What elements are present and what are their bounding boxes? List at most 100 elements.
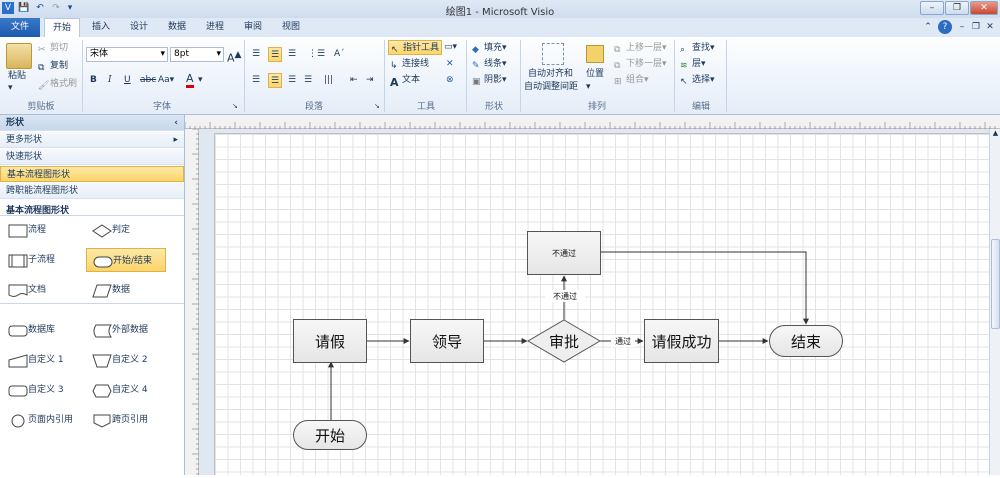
- pointer-tool-button[interactable]: ↖指针工具: [388, 40, 443, 55]
- doc-minimize-icon[interactable]: –: [959, 22, 965, 32]
- font-name-combo[interactable]: 宋体▾: [86, 47, 168, 62]
- shape-item-subprocess[interactable]: 子流程: [2, 248, 82, 272]
- grow-font-icon[interactable]: A▲: [227, 49, 242, 65]
- underline-button[interactable]: U: [124, 75, 131, 85]
- shape-item-process[interactable]: 流程: [2, 218, 82, 242]
- close-button[interactable]: ✕: [970, 1, 998, 15]
- paste-dropdown-icon[interactable]: ▾: [8, 83, 13, 93]
- start-terminator[interactable]: 开始: [293, 420, 367, 450]
- bullets-icon[interactable]: ⋮☰: [308, 49, 326, 59]
- align-bottom-icon[interactable]: ☰: [288, 49, 297, 59]
- leave-approved-process[interactable]: 请假成功: [644, 319, 719, 363]
- shape-item-database[interactable]: 数据库: [2, 318, 82, 342]
- shape-item-custom3[interactable]: 自定义 3: [2, 378, 82, 402]
- align-center-icon[interactable]: ☰: [268, 73, 282, 88]
- group-button[interactable]: ⊞组合▾: [614, 75, 649, 87]
- align-left-icon[interactable]: ☰: [252, 75, 261, 85]
- more-shapes-item[interactable]: 更多形状▸: [0, 132, 184, 148]
- paste-button[interactable]: 粘贴: [8, 71, 27, 81]
- visio-app-icon[interactable]: V: [2, 2, 14, 14]
- scroll-up-icon[interactable]: ▲: [992, 129, 999, 137]
- drawing-page[interactable]: 请假 领导 审批 请假成功 结束 开始 不通过 不通过 通过: [214, 133, 990, 475]
- font-size-combo[interactable]: 8pt▾: [170, 47, 224, 62]
- request-leave-process[interactable]: 请假: [293, 319, 367, 363]
- rectangle-tool-icon[interactable]: ▭▾: [444, 42, 458, 52]
- vertical-scrollbar[interactable]: ▲: [989, 129, 1000, 475]
- tab-review[interactable]: 审阅: [243, 22, 262, 32]
- shape-item-custom2[interactable]: 自定义 2: [86, 348, 166, 372]
- tab-insert[interactable]: 插入: [91, 22, 110, 32]
- position-dropdown-icon[interactable]: ▾: [586, 82, 591, 92]
- stencil-cross-functional[interactable]: 跨职能流程图形状: [0, 183, 184, 199]
- stencil-basic-flowchart[interactable]: 基本流程图形状: [0, 166, 184, 182]
- shape-item-custom1[interactable]: 自定义 1: [2, 348, 82, 372]
- font-color-button[interactable]: A: [186, 73, 194, 88]
- undo-icon[interactable]: ↶: [36, 3, 44, 13]
- connection-point-icon[interactable]: ⊗: [446, 75, 454, 85]
- italic-button[interactable]: I: [108, 75, 112, 85]
- collapse-pane-icon[interactable]: ‹: [174, 118, 178, 128]
- shape-item-onpage[interactable]: 页面内引用: [2, 408, 82, 432]
- auto-align-button[interactable]: 自动对齐和: [528, 69, 574, 79]
- text-direction-icon[interactable]: Aˊ: [334, 49, 345, 59]
- align-top-icon[interactable]: ☰: [252, 49, 261, 59]
- help-icon[interactable]: ?: [938, 20, 952, 34]
- shape-item-decision[interactable]: 判定: [86, 218, 166, 242]
- minimize-ribbon-icon[interactable]: ⌃: [924, 22, 932, 32]
- font-color-dropdown-icon[interactable]: ▾: [198, 75, 203, 85]
- approve-decision-shape[interactable]: [527, 319, 601, 363]
- decrease-indent-icon[interactable]: ⇤: [350, 75, 358, 85]
- bring-forward-button[interactable]: ⧉上移一层▾: [614, 43, 667, 55]
- shape-item-data[interactable]: 数据: [86, 278, 166, 302]
- connector-reject-to-end[interactable]: [601, 251, 809, 325]
- cut-button[interactable]: ✂剪切: [38, 41, 68, 56]
- doc-close-icon[interactable]: ✕: [986, 22, 994, 32]
- shape-item-terminator[interactable]: 开始/结束: [86, 248, 166, 272]
- paragraph-dialog-launcher-icon[interactable]: ↘: [374, 102, 380, 110]
- shadow-button[interactable]: ▣阴影▾: [472, 75, 507, 87]
- quick-shapes-item[interactable]: 快速形状: [0, 149, 184, 165]
- copy-button[interactable]: ⧉复制: [38, 59, 68, 74]
- line-button[interactable]: ✎线条▾: [472, 59, 507, 71]
- format-painter-button[interactable]: 🖌格式刷: [38, 77, 77, 92]
- connector-button[interactable]: ↳连接线: [390, 57, 429, 72]
- align-right-icon[interactable]: ☰: [288, 75, 297, 85]
- paste-icon[interactable]: [6, 43, 32, 69]
- doc-restore-icon[interactable]: ❐: [971, 22, 981, 32]
- reject-process[interactable]: 不通过: [527, 231, 601, 275]
- fill-button[interactable]: ◆填充▾: [472, 43, 507, 55]
- delete-connection-icon[interactable]: ✕: [446, 59, 454, 69]
- end-terminator[interactable]: 结束: [769, 325, 843, 357]
- send-backward-button[interactable]: ⧉下移一层▾: [614, 59, 667, 71]
- shape-item-document[interactable]: 文档: [2, 278, 82, 302]
- shape-item-external[interactable]: 外部数据: [86, 318, 166, 342]
- scroll-thumb[interactable]: [991, 239, 1000, 329]
- auto-align-icon[interactable]: [542, 43, 564, 65]
- change-case-button[interactable]: Aa▾: [158, 75, 175, 85]
- tab-home[interactable]: 开始: [44, 18, 80, 38]
- restore-button[interactable]: ❐: [945, 1, 969, 15]
- bold-button[interactable]: B: [90, 75, 97, 85]
- leader-process[interactable]: 领导: [410, 319, 484, 363]
- find-button[interactable]: ⌕查找▾: [680, 43, 715, 55]
- increase-indent-icon[interactable]: ⇥: [366, 75, 374, 85]
- tab-data[interactable]: 数据: [167, 22, 186, 32]
- align-middle-icon[interactable]: ☰: [268, 47, 282, 62]
- tab-process[interactable]: 进程: [205, 22, 224, 32]
- customize-quick-access-icon[interactable]: ▾: [67, 3, 73, 13]
- shape-item-offpage[interactable]: 跨页引用: [86, 408, 166, 432]
- font-dialog-launcher-icon[interactable]: ↘: [232, 102, 238, 110]
- tab-design[interactable]: 设计: [129, 22, 148, 32]
- justify-icon[interactable]: ☰: [304, 75, 313, 85]
- redo-icon[interactable]: ↷: [52, 3, 60, 13]
- tab-view[interactable]: 视图: [281, 22, 300, 32]
- select-button[interactable]: ↖选择▾: [680, 75, 715, 87]
- save-icon[interactable]: 💾: [18, 3, 30, 13]
- layers-button[interactable]: ≋层▾: [680, 59, 706, 71]
- strikethrough-button[interactable]: abc: [140, 75, 157, 85]
- position-button[interactable]: 位置: [586, 69, 605, 79]
- minimize-button[interactable]: –: [920, 1, 944, 15]
- shape-item-custom4[interactable]: 自定义 4: [86, 378, 166, 402]
- position-icon[interactable]: [586, 45, 604, 63]
